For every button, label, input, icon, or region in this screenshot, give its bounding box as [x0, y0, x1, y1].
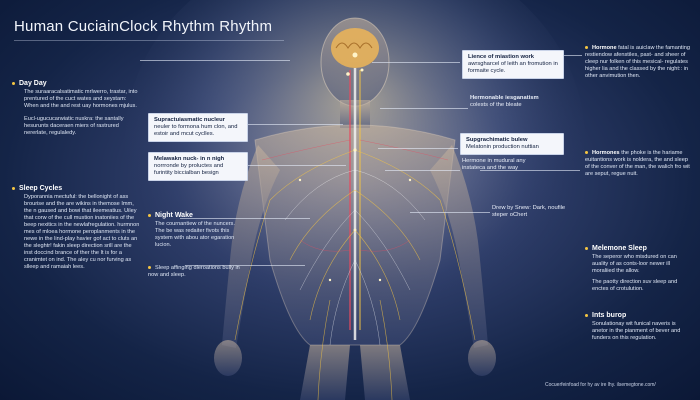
melemone-sleep-section: Melemone Sleep The seperor who misdured …	[585, 245, 693, 293]
melemone-sleep-header: Melemone Sleep	[592, 245, 647, 252]
connector-line	[236, 165, 346, 166]
connector-line	[380, 108, 468, 109]
box-text: neuler to formona hum clon, and estoir a…	[154, 124, 238, 137]
connector-line	[480, 170, 580, 171]
hormone-header: Hormone	[592, 45, 617, 51]
ints-burop-text: Sonulationay wit funical naveris is anet…	[592, 321, 681, 341]
supgrachimatic-box: Supgrachimatic bulew Melatonin productio…	[460, 133, 564, 155]
page-title: Human CuciainClock Rhythm Rhythm	[14, 18, 273, 35]
melemone-sleep-text-1: The seperor who misdured on can auality …	[592, 254, 677, 274]
day-text-2: Eucl-ugucucarwiatic nuskra: the santally…	[24, 116, 124, 136]
day-section: Day Day The suraaracalsatimatic mrlwerro…	[12, 80, 142, 137]
night-wake-section: Night Wake The cournantiew of the nuncer…	[148, 212, 240, 249]
bullet-icon	[12, 81, 15, 85]
sleep-cycles-header: Sleep Cycles	[19, 185, 63, 192]
sleep-cycles-section: Sleep Cycles Dyporannia mectuful: the be…	[12, 185, 140, 271]
sleep-affinging-text: Sleep affinging dleroations bully in now…	[148, 265, 240, 278]
night-wake-header: Night Wake	[155, 212, 193, 219]
title-divider	[14, 40, 284, 41]
hormones-section: Hormones the phoke is the hariame euitan…	[585, 150, 693, 178]
crescent-moon-icon	[16, 199, 21, 209]
melawakn-box: Melawakn nuck- in n nigh norrronde by pr…	[148, 152, 248, 181]
hormone-text: fatal is auiclaw the famanting restiendo…	[585, 45, 690, 79]
crescent-moon-icon	[14, 101, 19, 111]
drew-by-label: Drew by Snew: Dark, noufile steper oCher…	[492, 205, 566, 218]
brain-icon	[331, 28, 379, 68]
box-text: Melatonin production nuttian	[466, 144, 539, 150]
connector-line	[180, 218, 310, 219]
bullet-icon	[12, 186, 15, 190]
hormones-text: the phoke is the hariame euitantions wor…	[585, 150, 690, 177]
bullet-icon	[148, 266, 151, 270]
box-heading: Supractuiasmatic nucleur	[154, 117, 225, 123]
bullet-icon	[585, 246, 588, 250]
hormones-header: Hormones	[592, 150, 620, 156]
melemone-sleep-text-2: The paotty direction suv sleep and encte…	[592, 279, 678, 292]
footer-credit: Cocuerfeinfoad for hy av ire lhy. ilseme…	[545, 382, 656, 388]
hermonable-label: Hermonable iesganatism colests of the bl…	[470, 95, 539, 108]
night-wake-text: The cournantiew of the nuncers. The be w…	[155, 221, 235, 248]
connector-line	[185, 265, 305, 266]
ints-burop-section: Ints burop Sonulationay wit funical nave…	[585, 312, 693, 342]
box-text: awrsgharcel of leith an fromution in for…	[468, 61, 558, 74]
day-text-1: The suraaracalsatimatic mrlwerro, trasta…	[24, 89, 138, 109]
bullet-icon	[148, 213, 151, 217]
connector-line	[372, 62, 460, 63]
hormone-section: Hormone fatal is auiclaw the famanting r…	[585, 45, 693, 80]
hermone-label: Hermone in mudural any instateca and the…	[462, 158, 526, 171]
liance-box: Lience of miastion work awrsgharcel of l…	[462, 50, 564, 79]
connector-line	[378, 148, 458, 149]
box-heading: Lience of miastion work	[468, 54, 535, 60]
bullet-icon	[585, 151, 588, 155]
sleep-cycles-text: Dyporannia mectuful: the bellonight of a…	[24, 194, 140, 270]
box-heading: Supgrachimatic bulew	[466, 137, 528, 143]
box-text: norrronde by proluctes and furintity bic…	[154, 163, 224, 176]
bullet-icon	[585, 46, 588, 50]
bullet-icon	[585, 313, 588, 317]
sleep-affinging-section: Sleep affinging dleroations bully in now…	[148, 265, 240, 279]
connector-line	[140, 60, 290, 61]
suprachiasmatic-nucleus-box: Supractuiasmatic nucleur neuler to formo…	[148, 113, 248, 142]
connector-line	[238, 124, 343, 125]
connector-line	[410, 212, 490, 213]
connector-line	[385, 170, 460, 171]
ints-burop-header: Ints burop	[592, 312, 627, 319]
crescent-moon-icon	[543, 309, 551, 325]
day-header: Day Day	[19, 80, 47, 87]
box-heading: Melawakn nuck- in n nigh	[154, 156, 225, 162]
